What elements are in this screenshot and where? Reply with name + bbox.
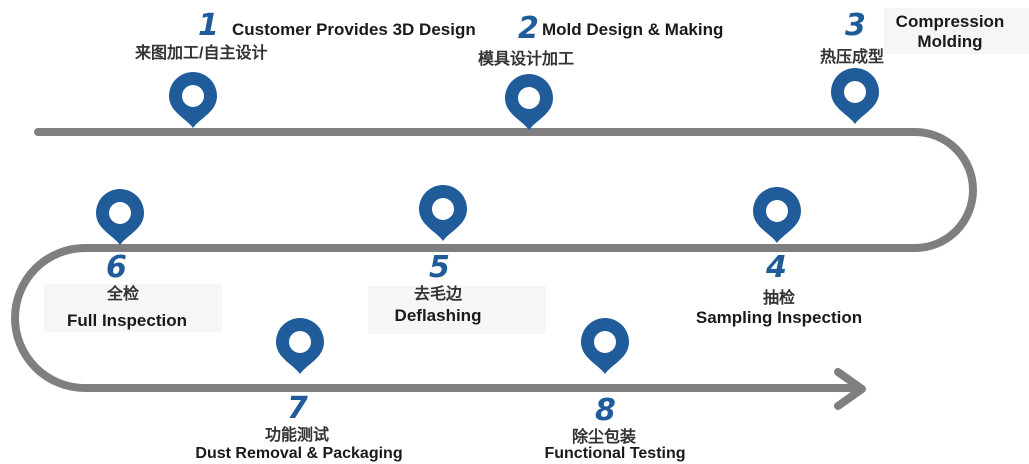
step-3-label-cn: 热压成型 (820, 49, 885, 66)
step-7-location-pin-icon (276, 318, 324, 374)
step-6-label-cn: 全检 (106, 286, 140, 303)
step-7-number: 7 (287, 391, 308, 426)
step-2-location-pin-icon (505, 74, 553, 130)
step-3-location-pin-icon (831, 68, 879, 124)
step-8-label-en: Functional Testing (544, 445, 686, 462)
label-backdrop-step-6 (44, 284, 222, 332)
step-6-location-pin-icon (96, 189, 144, 245)
step-5-label-cn: 去毛边 (413, 286, 463, 303)
label-backdrop-step-3 (884, 8, 1029, 54)
step-1-label-en: Customer Provides 3D Design (232, 20, 476, 39)
step-7-label-cn: 功能测试 (264, 427, 330, 444)
step-4-label-cn: 抽检 (762, 290, 796, 307)
step-4-number: 4 (766, 250, 787, 285)
step-6-number: 6 (106, 250, 127, 285)
step-5-location-pin-icon (419, 185, 467, 241)
step-5-number: 5 (429, 250, 450, 285)
step-8-label-cn: 除尘包装 (571, 429, 637, 446)
step-1-label-cn: 来图加工/自主设计 (135, 45, 268, 62)
step-8-number: 8 (595, 393, 616, 428)
step-4-label-en: Sampling Inspection (695, 308, 863, 327)
step-8-location-pin-icon (581, 318, 629, 374)
step-1-location-pin-icon (169, 72, 217, 128)
step-2-label-en: Mold Design & Making (542, 20, 724, 39)
step-4-location-pin-icon (753, 187, 801, 243)
step-2-number: 2 (518, 11, 539, 46)
step-3-number: 3 (845, 8, 866, 43)
step-2-label-cn: 模具设计加工 (478, 51, 575, 68)
step-3-label-en: Compression Molding (895, 12, 1005, 51)
step-7-label-en: Dust Removal & Packaging (195, 445, 403, 462)
step-6-label-en: Full Inspection (67, 311, 187, 330)
track-arrowhead (834, 368, 866, 410)
label-backdrop-step-5 (368, 286, 546, 334)
track-path (11, 128, 977, 392)
step-1-number: 1 (198, 8, 219, 43)
step-5-label-en: Deflashing (394, 306, 482, 325)
